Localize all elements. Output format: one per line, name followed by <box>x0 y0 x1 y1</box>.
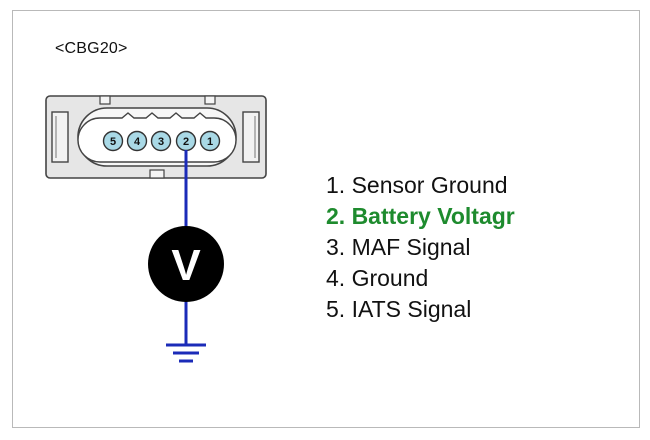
pin-legend-item-1: 1. Sensor Ground <box>326 172 508 198</box>
connector-pins: 5 4 3 2 1 <box>102 130 221 152</box>
pin-5: 5 <box>102 130 124 152</box>
connector-id-label: <CBG20> <box>55 40 128 57</box>
pin-legend-item-2: 2. Battery Voltagr <box>326 203 515 229</box>
pin-1: 1 <box>199 130 221 152</box>
svg-text:3: 3 <box>158 136 164 148</box>
pin-4: 4 <box>126 130 148 152</box>
svg-text:2: 2 <box>183 136 189 148</box>
svg-text:5: 5 <box>110 136 116 148</box>
svg-text:1: 1 <box>207 136 213 148</box>
pin-legend: 1. Sensor Ground 2. Battery Voltagr 3. M… <box>326 170 515 325</box>
pin-legend-item-4: 4. Ground <box>326 265 429 291</box>
voltmeter-icon: V <box>148 226 224 302</box>
diagram-frame <box>12 10 640 428</box>
ground-icon <box>166 343 206 363</box>
svg-text:V: V <box>171 241 201 290</box>
pin-2: 2 <box>175 130 197 152</box>
pin-3: 3 <box>150 130 172 152</box>
pin-legend-item-5: 5. IATS Signal <box>326 296 472 322</box>
svg-text:4: 4 <box>134 136 141 148</box>
pin-legend-item-3: 3. MAF Signal <box>326 234 471 260</box>
